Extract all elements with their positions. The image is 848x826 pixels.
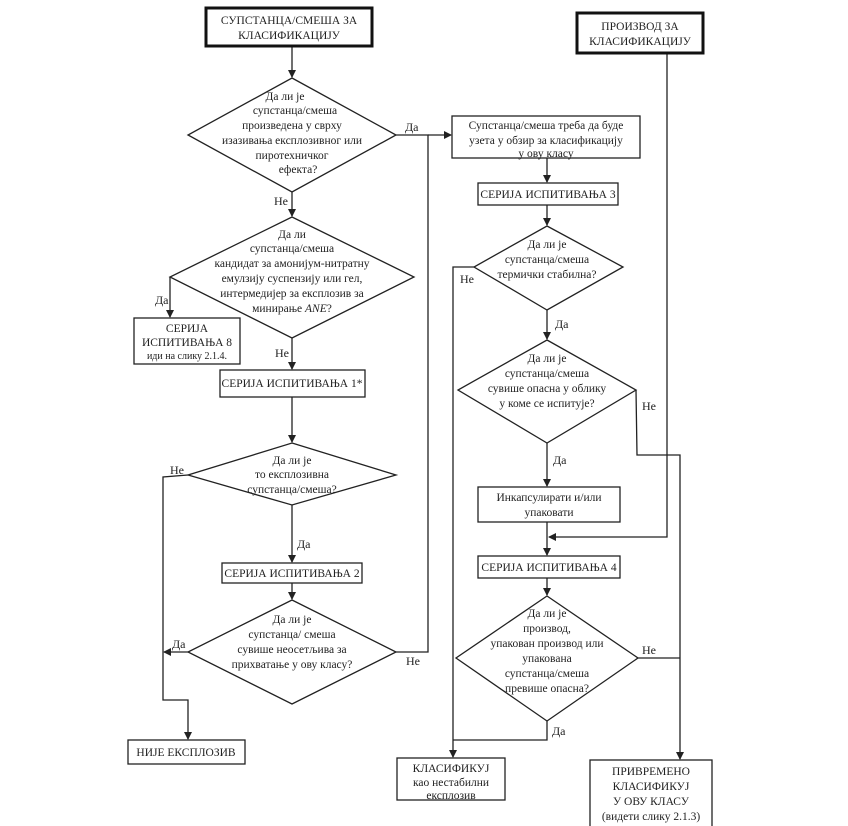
svg-text:упакован производ или: упакован производ или: [490, 638, 603, 650]
svg-text:Да: Да: [155, 293, 169, 307]
svg-text:Не: Не: [406, 654, 420, 668]
svg-text:у коме се испитује?: у коме се испитује?: [499, 398, 594, 410]
svg-text:Да: Да: [555, 317, 569, 331]
svg-text:произведена у сврху: произведена у сврху: [242, 120, 342, 132]
svg-text:Да: Да: [297, 537, 311, 551]
svg-text:ПРОИЗВОД ЗА: ПРОИЗВОД ЗА: [601, 21, 679, 33]
svg-text:СУПСТАНЦА/СМЕША ЗА: СУПСТАНЦА/СМЕША ЗА: [221, 15, 358, 27]
decision-too-dangerous-form: Да ли је супстанца/смеша сувише опасна у…: [456, 339, 638, 444]
svg-text:супстанца/смеша: супстанца/смеша: [253, 105, 337, 117]
svg-text:супстанца/ смеша: супстанца/ смеша: [248, 629, 335, 641]
svg-text:кандидат за амонијум-нитратну: кандидат за амонијум-нитратну: [214, 258, 369, 270]
svg-text:Да: Да: [552, 724, 566, 738]
svg-text:супстанца/смеша: супстанца/смеша: [505, 368, 589, 380]
svg-text:супстанца/смеша: супстанца/смеша: [505, 254, 589, 266]
svg-text:сувише опасна у облику: сувише опасна у облику: [488, 383, 607, 395]
svg-text:КЛАСИФИКУЈ: КЛАСИФИКУЈ: [413, 763, 490, 775]
decision-explosive-purpose: Да ли је супстанца/смеша произведена у с…: [186, 77, 398, 193]
svg-text:сувише неосетљива за: сувише неосетљива за: [237, 644, 346, 656]
svg-text:СЕРИЈА ИСПИТИВАЊА 2: СЕРИЈА ИСПИТИВАЊА 2: [224, 568, 359, 580]
svg-text:Да ли је: Да ли је: [273, 614, 312, 626]
svg-text:СЕРИЈА: СЕРИЈА: [166, 323, 209, 335]
provisional-classify-box: ПРИВРЕМЕНО КЛАСИФИКУЈ У ОВУ КЛАСУ (видет…: [589, 759, 713, 826]
svg-text:интермедијер за експлозив за: интермедијер за експлозив за: [220, 288, 364, 300]
test-series-2-box: СЕРИЈА ИСПИТИВАЊА 2: [221, 562, 363, 584]
svg-text:Инкапсулирати и/или: Инкапсулирати и/или: [496, 492, 601, 504]
test-series-8-box: СЕРИЈА ИСПИТИВАЊА 8 иди на слику 2.1.4.: [133, 317, 241, 365]
svg-text:КЛАСИФИКАЦИЈУ: КЛАСИФИКАЦИЈУ: [589, 36, 692, 48]
svg-text:Не: Не: [274, 194, 288, 208]
svg-text:ИСПИТИВАЊА 8: ИСПИТИВАЊА 8: [142, 337, 232, 349]
svg-text:Да ли је: Да ли је: [528, 608, 567, 620]
decision-thermally-stable: Да ли је супстанца/смеша термички стабил…: [472, 225, 625, 311]
svg-text:пиротехничког: пиротехничког: [256, 150, 329, 162]
svg-text:СЕРИЈА ИСПИТИВАЊА 1*: СЕРИЈА ИСПИТИВАЊА 1*: [222, 378, 363, 390]
svg-text:супстанца/смеша: супстанца/смеша: [505, 668, 589, 680]
svg-text:супстанца/смеша: супстанца/смеша: [250, 243, 334, 255]
svg-text:прихватање у ову класу?: прихватање у ову класу?: [232, 659, 353, 671]
test-series-1-box: СЕРИЈА ИСПИТИВАЊА 1*: [219, 369, 366, 398]
svg-text:то експлозивна: то експлозивна: [255, 469, 329, 481]
svg-text:у ову класу: у ову класу: [518, 148, 573, 160]
svg-text:као нестабилни: као нестабилни: [413, 777, 489, 789]
svg-text:ефекта?: ефекта?: [279, 164, 318, 176]
not-explosive-box: НИЈЕ ЕКСПЛОЗИВ: [127, 739, 246, 765]
svg-text:Да ли је: Да ли је: [528, 239, 567, 251]
svg-text:Да: Да: [405, 120, 419, 134]
svg-text:узета у обзир за класификацију: узета у обзир за класификацију: [469, 135, 623, 147]
decision-is-explosive: Да ли је то експлозивна супстанца/смеша?: [185, 442, 399, 506]
svg-text:Не: Не: [275, 346, 289, 360]
consider-for-class-box: Супстанца/смеша треба да буде узета у об…: [451, 115, 641, 160]
svg-text:Не: Не: [170, 463, 184, 477]
svg-text:НИЈЕ ЕКСПЛОЗИВ: НИЈЕ ЕКСПЛОЗИВ: [136, 747, 236, 759]
svg-text:СЕРИЈА ИСПИТИВАЊА 3: СЕРИЈА ИСПИТИВАЊА 3: [480, 189, 615, 201]
svg-text:Да: Да: [172, 637, 186, 651]
svg-text:упаковати: упаковати: [524, 507, 573, 519]
svg-text:КЛАСИФИКУЈ: КЛАСИФИКУЈ: [613, 781, 690, 793]
connectors: [162, 46, 684, 760]
classify-unstable-box: КЛАСИФИКУЈ као нестабилни експлозив: [396, 757, 506, 802]
svg-text:Да ли: Да ли: [278, 229, 306, 241]
svg-text:минирање ANE?: минирање ANE?: [252, 303, 332, 315]
svg-text:СЕРИЈА ИСПИТИВАЊА 4: СЕРИЈА ИСПИТИВАЊА 4: [481, 562, 616, 574]
svg-text:ПРИВРЕМЕНО: ПРИВРЕМЕНО: [612, 766, 690, 778]
svg-text:Не: Не: [460, 272, 474, 286]
svg-text:емулзију суспензију или гел,: емулзију суспензију или гел,: [222, 273, 363, 285]
start-substance-box: СУПСТАНЦА/СМЕША ЗА КЛАСИФИКАЦИЈУ: [204, 6, 374, 48]
svg-text:КЛАСИФИКАЦИЈУ: КЛАСИФИКАЦИЈУ: [238, 30, 341, 42]
svg-text:упакована: упакована: [522, 653, 571, 665]
svg-text:производ,: производ,: [523, 623, 571, 635]
svg-text:(видети слику 2.1.3): (видети слику 2.1.3): [602, 811, 700, 823]
start-product-box: ПРОИЗВОД ЗА КЛАСИФИКАЦИЈУ: [575, 11, 705, 55]
svg-text:Да ли је: Да ли је: [273, 455, 312, 467]
svg-text:иди на слику 2.1.4.: иди на слику 2.1.4.: [147, 351, 227, 362]
svg-text:Не: Не: [642, 643, 656, 657]
decision-ane-candidate: Да ли супстанца/смеша кандидат за амониј…: [168, 216, 416, 339]
svg-text:термички стабилна?: термички стабилна?: [497, 269, 596, 281]
svg-text:У ОВУ КЛАСУ: У ОВУ КЛАСУ: [613, 796, 690, 808]
svg-text:супстанца/смеша?: супстанца/смеша?: [247, 484, 336, 496]
encapsulate-package-box: Инкапсулирати и/или упаковати: [477, 486, 621, 523]
branch-labels: Да Не Да Не Не Да Да Не Не Да Не Да Не Д…: [155, 120, 656, 738]
test-series-4-box: СЕРИЈА ИСПИТИВАЊА 4: [477, 555, 621, 579]
svg-text:Да ли је: Да ли је: [266, 91, 305, 103]
svg-text:изазивања експлозивног или: изазивања експлозивног или: [222, 135, 362, 147]
test-series-3-box: СЕРИЈА ИСПИТИВАЊА 3: [477, 182, 619, 206]
svg-text:Супстанца/смеша треба да буде: Супстанца/смеша треба да буде: [469, 120, 624, 132]
svg-text:експлозив: експлозив: [426, 790, 476, 802]
svg-text:Не: Не: [642, 399, 656, 413]
svg-text:превише опасна?: превише опасна?: [505, 683, 589, 695]
svg-text:Да: Да: [553, 453, 567, 467]
svg-text:Да ли је: Да ли је: [528, 353, 567, 365]
decision-product-too-dangerous: Да ли је производ, упакован производ или…: [454, 595, 640, 722]
decision-too-insensitive: Да ли је супстанца/ смеша сувише неосетљ…: [186, 599, 398, 705]
